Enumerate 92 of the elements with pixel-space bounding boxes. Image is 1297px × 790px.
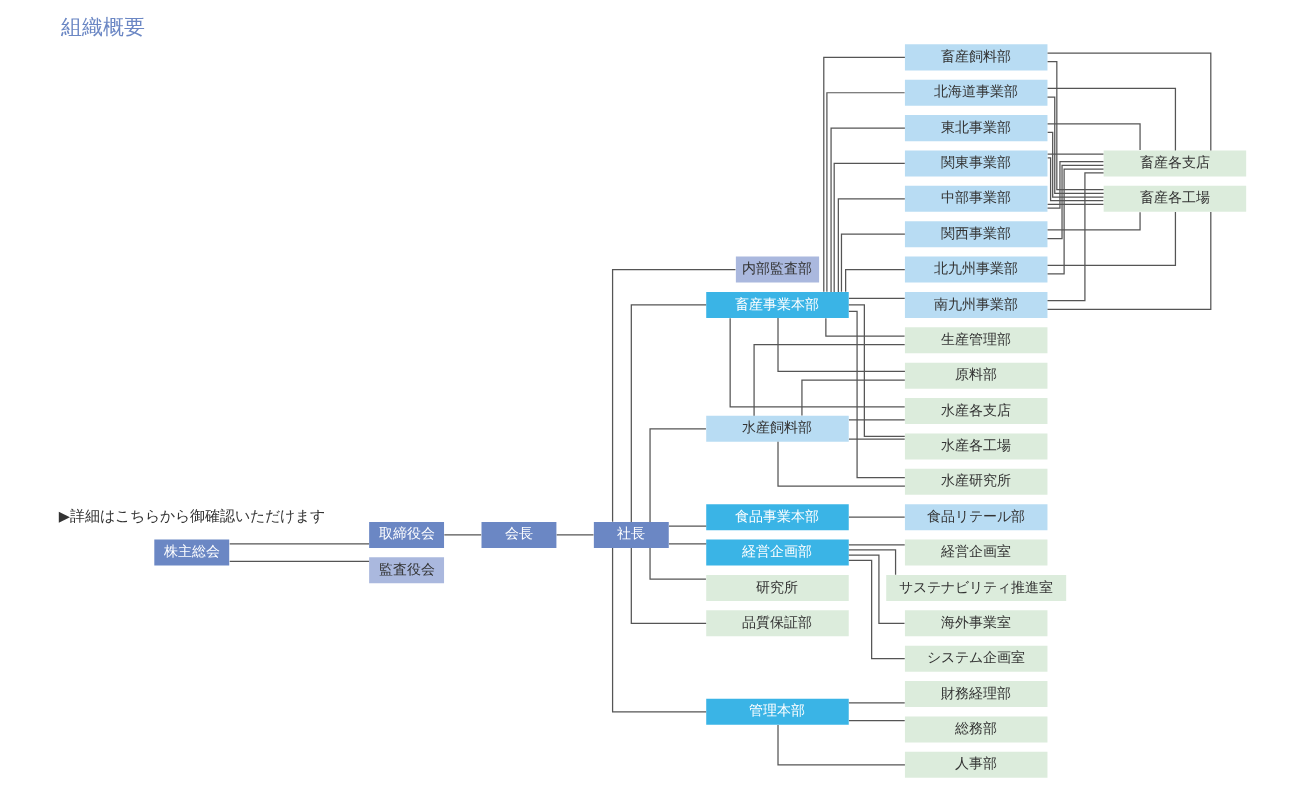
connector (776, 317, 906, 372)
connector (833, 162, 905, 293)
connector (1046, 211, 1141, 231)
node-box: 品質保証部 (705, 609, 849, 636)
connector (847, 418, 905, 421)
node-box: 経営企画部 (705, 539, 849, 566)
node-box: 会長 (481, 521, 556, 548)
node-box: 財務経理部 (904, 680, 1047, 707)
node-box: 食品事業本部 (705, 503, 849, 530)
node-box: 取締役会 (368, 521, 444, 548)
node-box: 畜産飼料部 (904, 43, 1047, 70)
node-box: 南九州事業部 (904, 291, 1047, 318)
connector (1046, 160, 1104, 209)
node-box: 監査役会 (368, 556, 444, 583)
node-box: 畜産各支店 (1103, 150, 1246, 176)
connector (1046, 60, 1104, 190)
connector (443, 533, 482, 536)
connector (1046, 122, 1141, 151)
node-box: 北九州事業部 (904, 256, 1047, 283)
connector (844, 268, 905, 292)
node-box: 水産研究所 (904, 468, 1047, 495)
connector (648, 427, 707, 523)
node-box: 経営企画室 (904, 539, 1047, 566)
node-box: 生産管理部 (904, 326, 1047, 353)
connector (1046, 167, 1104, 275)
connector (837, 197, 905, 293)
connector (829, 127, 906, 293)
node-box: 畜産事業本部 (705, 291, 849, 318)
connector (847, 303, 905, 437)
connector (611, 268, 736, 522)
connector (1046, 164, 1104, 239)
node-box: 水産各支店 (904, 397, 1047, 424)
node-box: 東北事業部 (904, 114, 1047, 141)
connector (776, 723, 906, 765)
connector (847, 559, 905, 659)
connector (847, 543, 905, 545)
label: ▶詳細はこちらから御確認いただけます (58, 506, 325, 524)
node-box: サステナビリティ推進室 (885, 574, 1066, 601)
connector (752, 343, 905, 416)
node-box: 畜産各工場 (1103, 185, 1246, 212)
connector (667, 524, 707, 527)
connector (847, 719, 905, 721)
node-box: 研究所 (705, 574, 849, 601)
node-box: 水産飼料部 (705, 415, 849, 442)
node-box: 食品リテール部 (904, 503, 1047, 530)
node-box: 関東事業部 (904, 150, 1047, 176)
node-box: 管理本部 (705, 698, 849, 725)
connector (847, 516, 905, 518)
node-box: 総務部 (904, 715, 1047, 742)
connector (228, 560, 370, 562)
connector (1046, 203, 1104, 205)
connector (1046, 153, 1104, 155)
node-box: 北海道事業部 (904, 79, 1047, 106)
node-box: 人事部 (904, 751, 1047, 778)
connector (824, 317, 905, 337)
connector (729, 317, 905, 408)
node-box: 内部監査部 (735, 256, 819, 283)
connector (1046, 51, 1211, 151)
connector (825, 91, 905, 292)
connector (555, 533, 594, 536)
connector (667, 542, 707, 544)
connector (648, 546, 707, 580)
node-box: 中部事業部 (904, 185, 1047, 212)
connector (800, 378, 905, 416)
node-box: 社長 (593, 521, 669, 548)
connector (1046, 95, 1104, 194)
connector (630, 303, 707, 522)
node-box: 水産各工場 (904, 432, 1047, 459)
connector (1046, 131, 1104, 198)
connector (1046, 156, 1104, 201)
connector (847, 548, 896, 575)
diagram-title: 組織概要 (60, 14, 145, 39)
connector (1046, 87, 1176, 151)
node-box: 原料部 (904, 362, 1047, 389)
connector (847, 554, 905, 624)
node-box: 関西事業部 (904, 220, 1047, 247)
connector (630, 546, 707, 624)
connector (847, 310, 905, 478)
connector (1046, 210, 1211, 310)
connector (822, 56, 906, 292)
connector (776, 440, 906, 487)
connector (228, 542, 370, 544)
node-box: 株主総会 (153, 539, 229, 566)
connector (847, 297, 905, 299)
connector (847, 701, 905, 704)
connector (847, 437, 905, 440)
node-box: システム企画室 (904, 645, 1047, 672)
connector (840, 233, 905, 292)
node-box: 海外事業室 (904, 609, 1047, 636)
connector (611, 546, 707, 712)
connector (1046, 210, 1176, 266)
connector (1046, 171, 1104, 301)
